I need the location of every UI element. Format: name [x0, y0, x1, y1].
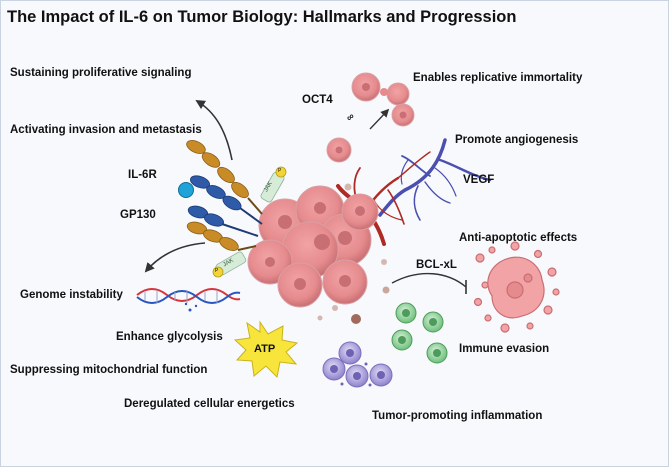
- label-il6r: IL-6R: [128, 169, 157, 181]
- label-genome-instability: Genome instability: [20, 289, 123, 301]
- proliferation-arrow: [195, 99, 233, 161]
- il6-ligand-icon: [178, 182, 194, 198]
- label-gp130: GP130: [120, 209, 156, 221]
- phospho-upper-icon: [275, 166, 287, 178]
- label-p-upper: P: [278, 168, 282, 174]
- tumor-cell-cluster: [247, 185, 379, 308]
- label-oct4: OCT4: [302, 94, 333, 106]
- label-cellular-energetics: Deregulated cellular energetics: [124, 398, 295, 410]
- figure-title: The Impact of IL-6 on Tumor Biology: Hal…: [7, 8, 517, 26]
- label-invasion-metastasis: Activating invasion and metastasis: [10, 124, 202, 136]
- label-angiogenesis: Promote angiogenesis: [455, 134, 579, 146]
- genome-instability-arrow: [144, 242, 206, 273]
- vein-vessel-icon: [378, 138, 492, 221]
- il6-receptor-complex-icon: [178, 140, 287, 278]
- apoptotic-cell-icon: [473, 241, 560, 333]
- bclxl-inhibition: [391, 272, 467, 294]
- dna-helix-icon: [136, 288, 241, 312]
- floating-particles: [317, 183, 390, 324]
- label-tumor-inflammation: Tumor-promoting inflammation: [372, 410, 543, 422]
- label-bclxl: BCL-xL: [416, 259, 457, 271]
- atp-starburst-icon: [233, 320, 299, 379]
- label-vegf: VEGF: [463, 174, 495, 186]
- label-mitochondrial-function: Suppressing mitochondrial function: [10, 364, 208, 376]
- replicating-cells-icon: [326, 72, 415, 163]
- label-atp: ATP: [254, 343, 276, 355]
- phospho-lower-icon: [212, 266, 224, 278]
- label-immune-evasion: Immune evasion: [459, 343, 550, 355]
- immortality-arrow: [369, 108, 390, 130]
- immune-purple-cells-icon: [322, 341, 393, 388]
- label-replicative-immortality: Enables replicative immortality: [413, 72, 583, 84]
- label-anti-apoptotic: Anti-apoptotic effects: [459, 232, 578, 244]
- immune-green-cells-icon: [391, 302, 448, 364]
- label-p-lower: P: [215, 268, 219, 274]
- label-proliferative-signaling: Sustaining proliferative signaling: [10, 67, 192, 79]
- label-enhance-glycolysis: Enhance glycolysis: [116, 331, 223, 343]
